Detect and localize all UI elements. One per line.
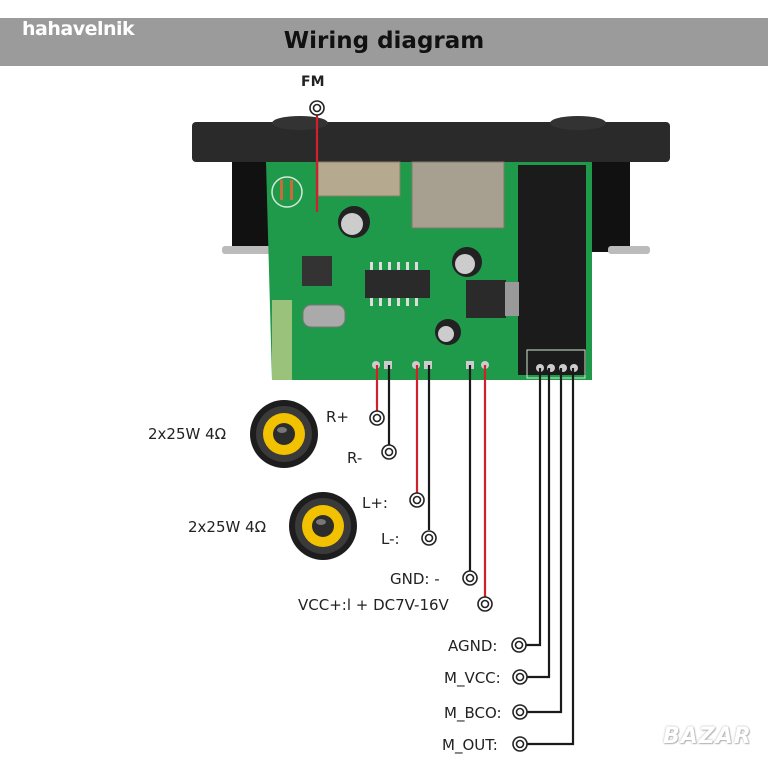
terminal-m-bco bbox=[512, 704, 528, 720]
terminal-m-vcc bbox=[512, 669, 528, 685]
terminal-r-plus bbox=[369, 410, 385, 426]
brand-watermark: hahavelnik bbox=[22, 18, 135, 40]
m-bco-label: M_BCO: bbox=[444, 704, 502, 722]
m-out-label: M_OUT: bbox=[442, 736, 498, 754]
wire-agnd bbox=[526, 368, 542, 647]
page-title: Wiring diagram bbox=[283, 28, 485, 54]
terminal-gnd bbox=[462, 570, 478, 586]
wire-m-out bbox=[527, 368, 575, 746]
terminal-agnd bbox=[511, 637, 527, 653]
fm-label: FM bbox=[301, 74, 325, 90]
crystal bbox=[302, 304, 346, 328]
title-banner bbox=[0, 18, 768, 66]
speaker-icon bbox=[250, 400, 318, 468]
bazar-watermark: BAZAR bbox=[663, 724, 752, 749]
chip-amp bbox=[365, 270, 430, 298]
terminal-l-plus bbox=[409, 492, 425, 508]
terminal-fm bbox=[309, 100, 325, 116]
r-minus-label: R- bbox=[347, 449, 363, 467]
regulator bbox=[466, 280, 506, 318]
vcc-label: VCC+:l + DC7V-16V bbox=[298, 596, 449, 614]
right-mount-post bbox=[590, 160, 630, 252]
wire-m-vcc bbox=[527, 368, 551, 679]
m-vcc-label: M_VCC: bbox=[444, 669, 501, 687]
terminal-vcc bbox=[477, 596, 493, 612]
terminal-r-minus bbox=[381, 444, 397, 460]
speaker-icon bbox=[289, 492, 357, 560]
l-minus-label: L-: bbox=[381, 530, 400, 548]
r-plus-label: R+ bbox=[326, 408, 349, 426]
left-mount-post bbox=[232, 160, 272, 252]
usb-port bbox=[317, 161, 401, 197]
agnd-label: AGND: bbox=[448, 637, 498, 655]
terminal-rings bbox=[309, 100, 528, 752]
sd-slot bbox=[411, 161, 505, 229]
mp3-module bbox=[192, 116, 670, 380]
wires bbox=[315, 115, 575, 746]
speaker-right-spec: 2x25W 4Ω bbox=[148, 425, 227, 443]
speaker-left-spec: 2x25W 4Ω bbox=[188, 518, 267, 536]
gnd-label: GND: - bbox=[390, 570, 440, 588]
aux-jack bbox=[518, 165, 586, 375]
terminal-l-minus bbox=[421, 530, 437, 546]
chip-qfn bbox=[302, 256, 332, 286]
terminal-m-out bbox=[512, 736, 528, 752]
wire-m-bco bbox=[527, 368, 563, 714]
l-plus-label: L+: bbox=[362, 494, 388, 512]
front-bezel bbox=[192, 122, 670, 162]
bt-antenna-trace bbox=[272, 300, 292, 380]
